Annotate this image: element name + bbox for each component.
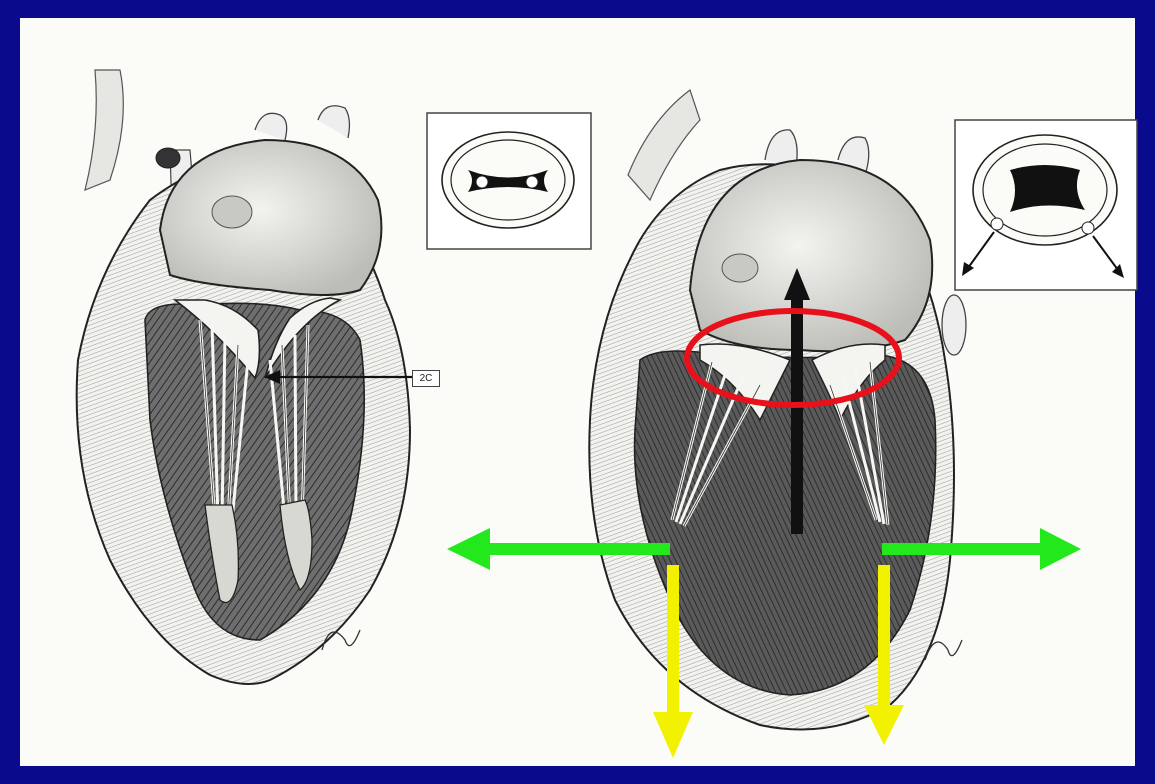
right-valve-inset [955, 120, 1137, 290]
right-heart-drawing [589, 90, 966, 730]
callout-label: 2C [412, 370, 440, 387]
left-valve-inset [427, 113, 591, 249]
left-heart-drawing [77, 70, 412, 684]
